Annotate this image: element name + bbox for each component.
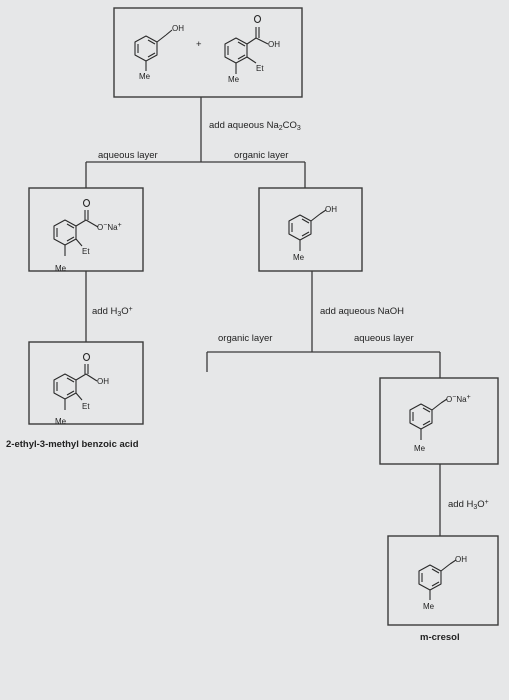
acid-product-oh-label: OH: [97, 377, 109, 386]
phenoxide-o-na-label: O−Na+: [446, 394, 471, 404]
start-acid-structure: OH Et Me: [224, 14, 280, 84]
phenoxide-box: [379, 377, 499, 465]
cresol-product-box: [387, 535, 499, 626]
phenoxide-me-label: Me: [414, 444, 426, 453]
step1-reagent: add aqueous Na2CO3: [209, 120, 301, 132]
acid-product-me-label: Me: [55, 417, 67, 426]
start-cresol-me-label: Me: [139, 72, 151, 81]
cresol-product-oh-label: OH: [455, 555, 467, 564]
cresol-organic-me-label: Me: [293, 253, 305, 262]
start-acid-oh-label: OH: [268, 40, 280, 49]
cresol-product-me-label: Me: [423, 602, 435, 611]
split2-left-label: organic layer: [218, 333, 272, 344]
carboxylate-me-label: Me: [55, 264, 67, 273]
start-cresol-structure: OH Me: [134, 24, 184, 81]
cresol-organic-box: [258, 187, 363, 272]
start-acid-et-label: Et: [256, 64, 264, 73]
cresol-product-name: m-cresol: [420, 632, 460, 643]
acid-product-box: [28, 341, 144, 425]
carboxylate-box: [28, 187, 144, 272]
split1-left-label: aqueous layer: [98, 150, 158, 161]
cresol-organic-oh-label: OH: [325, 205, 337, 214]
acid-product-name: 2-ethyl-3-methyl benzoic acid: [6, 439, 139, 450]
cresol-product-structure: OH Me: [418, 555, 467, 611]
acid-product-structure: OH Et Me: [53, 352, 109, 426]
start-acid-me-label: Me: [228, 75, 240, 84]
plus-sign: +: [196, 39, 202, 50]
step2-reagent: add aqueous NaOH: [320, 306, 404, 317]
start-cresol-oh-label: OH: [172, 24, 184, 33]
split2-right-label: aqueous layer: [354, 333, 414, 344]
acid-product-et-label: Et: [82, 402, 90, 411]
acidify2-label: add H3O+: [448, 499, 489, 511]
split1-right-label: organic layer: [234, 150, 288, 161]
carboxylate-o-na-label: O−Na+: [97, 222, 122, 232]
phenoxide-structure: O−Na+ Me: [409, 394, 471, 453]
acidify1-label: add H3O+: [92, 306, 133, 318]
cresol-organic-structure: OH Me: [288, 205, 337, 262]
carboxylate-structure: O−Na+ Et Me: [53, 198, 122, 273]
start-mixture-box: [113, 7, 303, 98]
carboxylate-et-label: Et: [82, 247, 90, 256]
